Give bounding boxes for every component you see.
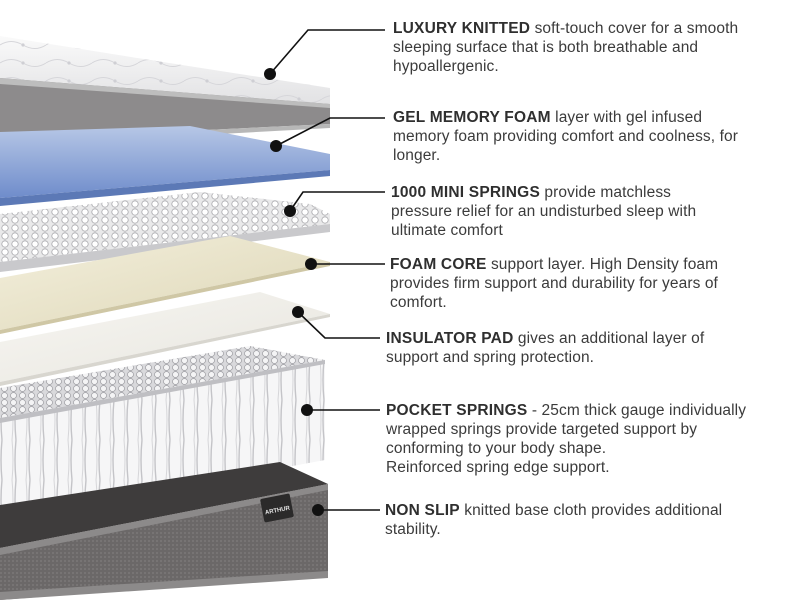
label-line: GEL MEMORY FOAM layer with gel infused xyxy=(393,108,738,127)
label-text: provide matchless xyxy=(544,184,672,201)
leader-dot-gel-memory-foam xyxy=(270,140,282,152)
label-line: support and spring protection. xyxy=(386,349,595,366)
leader-line-gel-memory-foam xyxy=(275,117,385,147)
label-line: wrapped springs provide targeted support… xyxy=(386,421,698,438)
label-line: memory foam providing comfort and coolne… xyxy=(393,128,738,145)
label-text: - 25cm thick gauge individually xyxy=(531,402,747,419)
label-title: GEL MEMORY FOAM xyxy=(393,109,551,126)
leader-dot-mini-springs xyxy=(284,205,296,217)
leader-lines xyxy=(269,29,385,511)
label-text: soft-touch cover for a smooth xyxy=(534,20,739,37)
base-layer: ARTHUR xyxy=(0,462,328,600)
label-luxury-knitted: LUXURY KNITTED soft-touch cover for a sm… xyxy=(393,19,738,76)
label-line: POCKET SPRINGS - 25cm thick gauge indivi… xyxy=(386,401,746,420)
label-title: POCKET SPRINGS xyxy=(386,402,528,419)
label-line: NON SLIP knitted base cloth provides add… xyxy=(385,501,722,520)
label-line: longer. xyxy=(393,147,441,164)
gel-foam-layer xyxy=(0,126,330,206)
label-title: NON SLIP xyxy=(385,502,460,519)
label-line: FOAM CORE support layer. High Density fo… xyxy=(390,255,718,274)
label-line: hypoallergenic. xyxy=(393,58,499,75)
leader-line-mini-springs xyxy=(289,191,385,212)
leader-dot-luxury-knitted xyxy=(264,68,276,80)
label-text: gives an additional layer of xyxy=(517,330,705,347)
leader-dot-pocket-springs xyxy=(301,404,313,416)
insulator-pad-layer xyxy=(0,292,330,386)
label-line: provides firm support and durability for… xyxy=(390,275,718,292)
label-text: support layer. High Density foam xyxy=(490,256,719,273)
label-gel-memory-foam: GEL MEMORY FOAM layer with gel infused m… xyxy=(393,108,738,165)
label-non-slip: NON SLIP knitted base cloth provides add… xyxy=(385,501,722,539)
foam-core-layer xyxy=(0,236,330,334)
leader-dot-insulator-pad xyxy=(292,306,304,318)
label-line: Reinforced spring edge support. xyxy=(386,459,610,476)
label-line: sleeping surface that is both breathable… xyxy=(393,39,699,56)
label-line: pressure relief for an undisturbed sleep… xyxy=(391,203,697,220)
label-title: FOAM CORE xyxy=(390,256,487,273)
label-pocket-springs: POCKET SPRINGS - 25cm thick gauge indivi… xyxy=(386,401,746,477)
leader-dot-non-slip xyxy=(312,504,324,516)
label-title: 1000 MINI SPRINGS xyxy=(391,184,540,201)
label-line: comfort. xyxy=(390,294,447,311)
label-title: LUXURY KNITTED xyxy=(393,20,531,37)
pocket-springs-layer xyxy=(0,346,325,520)
leader-dot-foam-core xyxy=(305,258,317,270)
brand-label: ARTHUR xyxy=(265,505,292,516)
label-line: stability. xyxy=(385,521,441,538)
label-line: INSULATOR PAD gives an additional layer … xyxy=(386,329,704,348)
label-line: ultimate comfort xyxy=(391,222,503,239)
label-text: layer with gel infused xyxy=(555,109,703,126)
leader-line-luxury-knitted xyxy=(269,29,385,75)
leader-dots xyxy=(264,68,324,516)
leader-line-insulator-pad xyxy=(297,311,380,339)
label-insulator-pad: INSULATOR PAD gives an additional layer … xyxy=(386,329,704,367)
label-foam-core: FOAM CORE support layer. High Density fo… xyxy=(390,255,718,312)
label-title: INSULATOR PAD xyxy=(386,330,514,347)
label-line: LUXURY KNITTED soft-touch cover for a sm… xyxy=(393,19,738,38)
label-line: 1000 MINI SPRINGS provide matchless xyxy=(391,183,696,202)
label-line: conforming to your body shape. xyxy=(386,440,607,457)
label-text: knitted base cloth provides additional xyxy=(464,502,723,519)
label-mini-springs: 1000 MINI SPRINGS provide matchless pres… xyxy=(391,183,696,240)
